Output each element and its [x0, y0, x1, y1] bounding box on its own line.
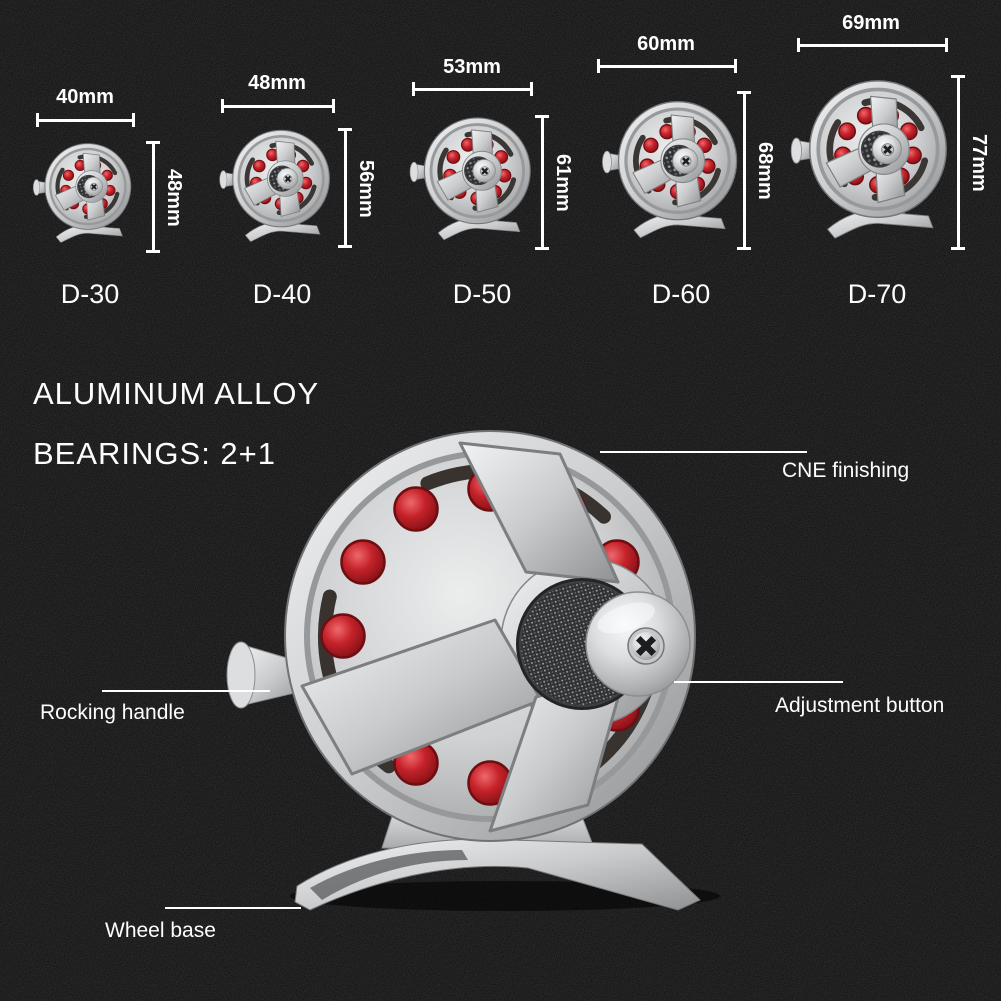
height-dimension-d70: 77mm — [968, 134, 990, 192]
height-bracket-d60 — [737, 91, 751, 250]
height-bracket-d40 — [338, 128, 352, 248]
rocking-handle-callout-line — [102, 690, 270, 692]
main-reel-photo — [226, 430, 720, 911]
width-dimension-d60: 60mm — [637, 33, 695, 55]
reel-illustration-d50 — [406, 111, 544, 249]
height-dimension-d30: 48mm — [163, 169, 185, 227]
bearings-spec-text: BEARINGS: 2+1 — [33, 436, 277, 471]
model-label-d30: D-30 — [60, 279, 120, 309]
width-dimension-d50: 53mm — [443, 56, 501, 78]
reel-illustration-d40 — [216, 124, 342, 250]
cne-finishing-callout-line — [600, 451, 807, 453]
width-dimension-d30: 40mm — [56, 86, 114, 108]
model-label-d50: D-50 — [452, 279, 512, 309]
width-bracket-d50 — [412, 82, 533, 96]
height-bracket-d70 — [951, 75, 965, 250]
reel-illustration-d60 — [598, 94, 752, 248]
width-bracket-d70 — [797, 38, 948, 52]
adjustment-button-callout-line — [674, 681, 843, 683]
height-dimension-d60: 68mm — [754, 142, 776, 200]
height-bracket-d30 — [146, 141, 160, 253]
reel-illustration-d70 — [786, 72, 964, 250]
wheel-base-callout-line — [165, 907, 301, 909]
height-bracket-d50 — [535, 115, 549, 250]
height-dimension-d50: 61mm — [552, 154, 574, 212]
rocking-handle-label: Rocking handle — [40, 701, 185, 724]
cne-finishing-label: CNE finishing — [782, 459, 910, 482]
height-dimension-d40: 56mm — [355, 160, 377, 218]
model-label-d40: D-40 — [252, 279, 312, 309]
width-bracket-d60 — [597, 59, 737, 73]
width-bracket-d30 — [36, 113, 135, 127]
reel-illustration-d30 — [30, 138, 142, 250]
material-spec-text: ALUMINUM ALLOY — [33, 376, 320, 411]
width-bracket-d40 — [221, 99, 335, 113]
model-label-d70: D-70 — [847, 279, 907, 309]
width-dimension-d70: 69mm — [842, 12, 900, 34]
wheel-base-label: Wheel base — [105, 919, 216, 942]
model-label-d60: D-60 — [651, 279, 711, 309]
width-dimension-d40: 48mm — [248, 72, 306, 94]
adjustment-button-label: Adjustment button — [775, 694, 945, 717]
